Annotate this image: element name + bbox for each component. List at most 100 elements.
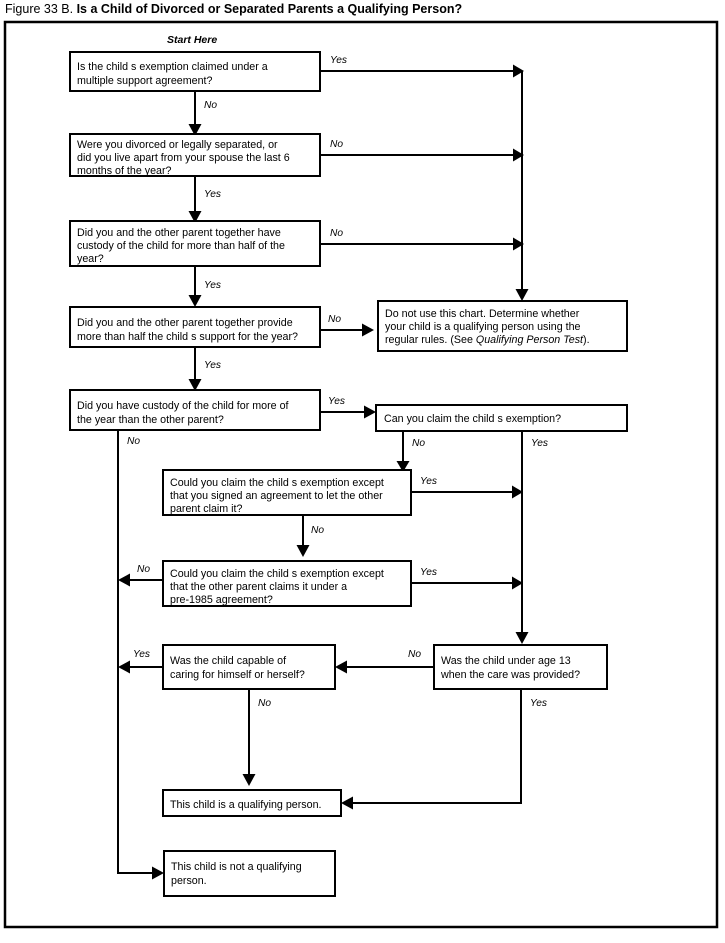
arrow-head-icon	[362, 323, 374, 337]
edge-q3-yes: Yes	[188, 266, 221, 307]
edge-label: Yes	[204, 189, 221, 200]
arrow-head-icon	[513, 64, 524, 78]
edge-label: No	[330, 228, 343, 239]
node-line-3: months of the year?	[77, 165, 172, 177]
node-child-under-age-13[interactable]: Was the child under age 13 when the care…	[433, 644, 608, 690]
node-line-1: Can you claim the child s exemption?	[384, 413, 561, 425]
chart-border	[3, 20, 719, 929]
node-line-1: This child is not a qualifying	[171, 861, 302, 873]
node-could-claim-except-pre-1985[interactable]: Could you claim the child s exemption ex…	[162, 560, 412, 607]
node-line-2: that the other parent claims it under a	[170, 581, 347, 593]
node-line-3: year?	[77, 253, 104, 265]
node-line-1: Do not use this chart. Determine whether	[385, 308, 580, 320]
edge-q8-yes: Yes	[411, 567, 523, 590]
edge-label: No	[258, 698, 271, 709]
edge-label: Yes	[531, 438, 548, 449]
figure-heading: Is a Child of Divorced or Separated Pare…	[76, 2, 463, 16]
node-box	[377, 300, 628, 352]
arrow-head-icon	[512, 485, 523, 499]
node-line-3-lead: regular rules. (See	[385, 334, 476, 346]
node-line-2: did you live apart from your spouse the …	[77, 152, 290, 164]
node-do-not-use-this-chart[interactable]: Do not use this chart. Determine whether…	[377, 300, 628, 352]
edge-q2-no: No	[320, 139, 524, 162]
edge-q5-yes: Yes	[320, 396, 376, 419]
edge-q6-no: No	[396, 431, 425, 472]
arrow-head-icon	[513, 148, 524, 162]
node-multiple-support-agreement[interactable]: Is the child s exemption claimed under a…	[69, 51, 321, 92]
node-line-1: Could you claim the child s exemption ex…	[170, 477, 384, 489]
node-line-1: Were you divorced or legally separated, …	[77, 139, 278, 151]
node-line-2: custody of the child for more than half …	[77, 240, 285, 252]
node-line-1: Could you claim the child s exemption ex…	[170, 568, 384, 580]
arrow-head-icon	[364, 405, 376, 419]
edge-q6-yes-right-trunk: Yes	[515, 431, 548, 644]
edge-q8-no: No	[118, 564, 163, 587]
node-line-3-tail: ).	[583, 334, 590, 346]
edge-label: No	[137, 564, 150, 575]
arrow-head-icon	[396, 461, 410, 472]
edge-q5-no-left-trunk: No	[117, 430, 164, 880]
edge-q2-yes: Yes	[188, 176, 221, 223]
node-box	[162, 469, 412, 516]
edge-label: No	[412, 438, 425, 449]
edge-q1-yes: Yes	[320, 55, 524, 78]
edge-q3-no: No	[320, 228, 524, 251]
edge-label: No	[204, 100, 217, 111]
node-divorced-or-separated[interactable]: Were you divorced or legally separated, …	[69, 133, 321, 177]
node-can-claim-exemption[interactable]: Can you claim the child s exemption?	[375, 404, 628, 432]
figure-title: Figure 33 B. Is a Child of Divorced or S…	[5, 1, 462, 17]
edge-label: No	[408, 649, 421, 660]
node-line-2: that you signed an agreement to let the …	[170, 490, 383, 502]
arrow-head-icon	[188, 295, 202, 307]
node-line-3: pre-1985 agreement?	[170, 594, 273, 606]
edge-label: No	[328, 314, 341, 325]
edge-label: Yes	[530, 698, 547, 709]
node-box	[162, 644, 336, 690]
node-line-3: parent claim it?	[170, 503, 243, 515]
arrow-head-icon	[188, 379, 202, 391]
node-box	[69, 51, 321, 92]
node-line-2: when the care was provided?	[440, 669, 580, 681]
figure-number: Figure 33 B.	[5, 2, 74, 16]
node-provided-more-than-half-support[interactable]: Did you and the other parent together pr…	[69, 306, 321, 348]
edge-q7-no: No	[296, 515, 324, 557]
edge-label: Yes	[420, 567, 437, 578]
node-custody-more-than-half[interactable]: Did you and the other parent together ha…	[69, 220, 321, 267]
arrow-head-icon	[512, 576, 523, 590]
node-is-not-a-qualifying-person[interactable]: This child is not a qualifying person.	[163, 850, 336, 897]
node-is-a-qualifying-person[interactable]: This child is a qualifying person.	[162, 789, 342, 817]
node-line-1: Did you have custody of the child for mo…	[77, 400, 289, 412]
node-line-2: more than half the child s support for t…	[77, 331, 298, 343]
node-line-2: person.	[171, 875, 207, 887]
node-line-1: Is the child s exemption claimed under a	[77, 61, 268, 73]
edge-q1-no: No	[188, 91, 217, 136]
edge-q7-yes: Yes	[411, 476, 523, 499]
arrow-head-icon	[188, 124, 202, 136]
node-line-1: Was the child capable of	[170, 655, 286, 667]
edge-q10-no: No	[335, 649, 434, 674]
edge-label: Yes	[204, 280, 221, 291]
edge-label: Yes	[330, 55, 347, 66]
qualifying-person-test-ref: Qualifying Person Test	[476, 334, 584, 346]
node-child-capable-of-self-care[interactable]: Was the child capable of caring for hims…	[162, 644, 336, 690]
arrow-head-icon	[515, 632, 529, 644]
node-box	[163, 850, 336, 897]
edge-q10-yes: Yes	[341, 689, 547, 810]
edge-label: Yes	[204, 360, 221, 371]
node-line-1: Did you and the other parent together pr…	[77, 317, 293, 329]
node-could-claim-except-signed-agreement[interactable]: Could you claim the child s exemption ex…	[162, 469, 412, 516]
node-line-1: Was the child under age 13	[441, 655, 571, 667]
node-line-1: Did you and the other parent together ha…	[77, 227, 281, 239]
node-box	[162, 789, 342, 817]
edge-q4-no: No	[320, 314, 374, 337]
node-box	[69, 133, 321, 177]
node-line-3: regular rules. (See Qualifying Person Te…	[385, 334, 590, 346]
node-box	[162, 560, 412, 607]
node-box	[69, 306, 321, 348]
node-custody-more-of-year[interactable]: Did you have custody of the child for mo…	[69, 389, 321, 431]
edge-right-trunk-to-do-not-use	[515, 71, 529, 301]
arrow-head-icon	[515, 289, 529, 301]
edge-q9-no: No	[242, 689, 271, 786]
